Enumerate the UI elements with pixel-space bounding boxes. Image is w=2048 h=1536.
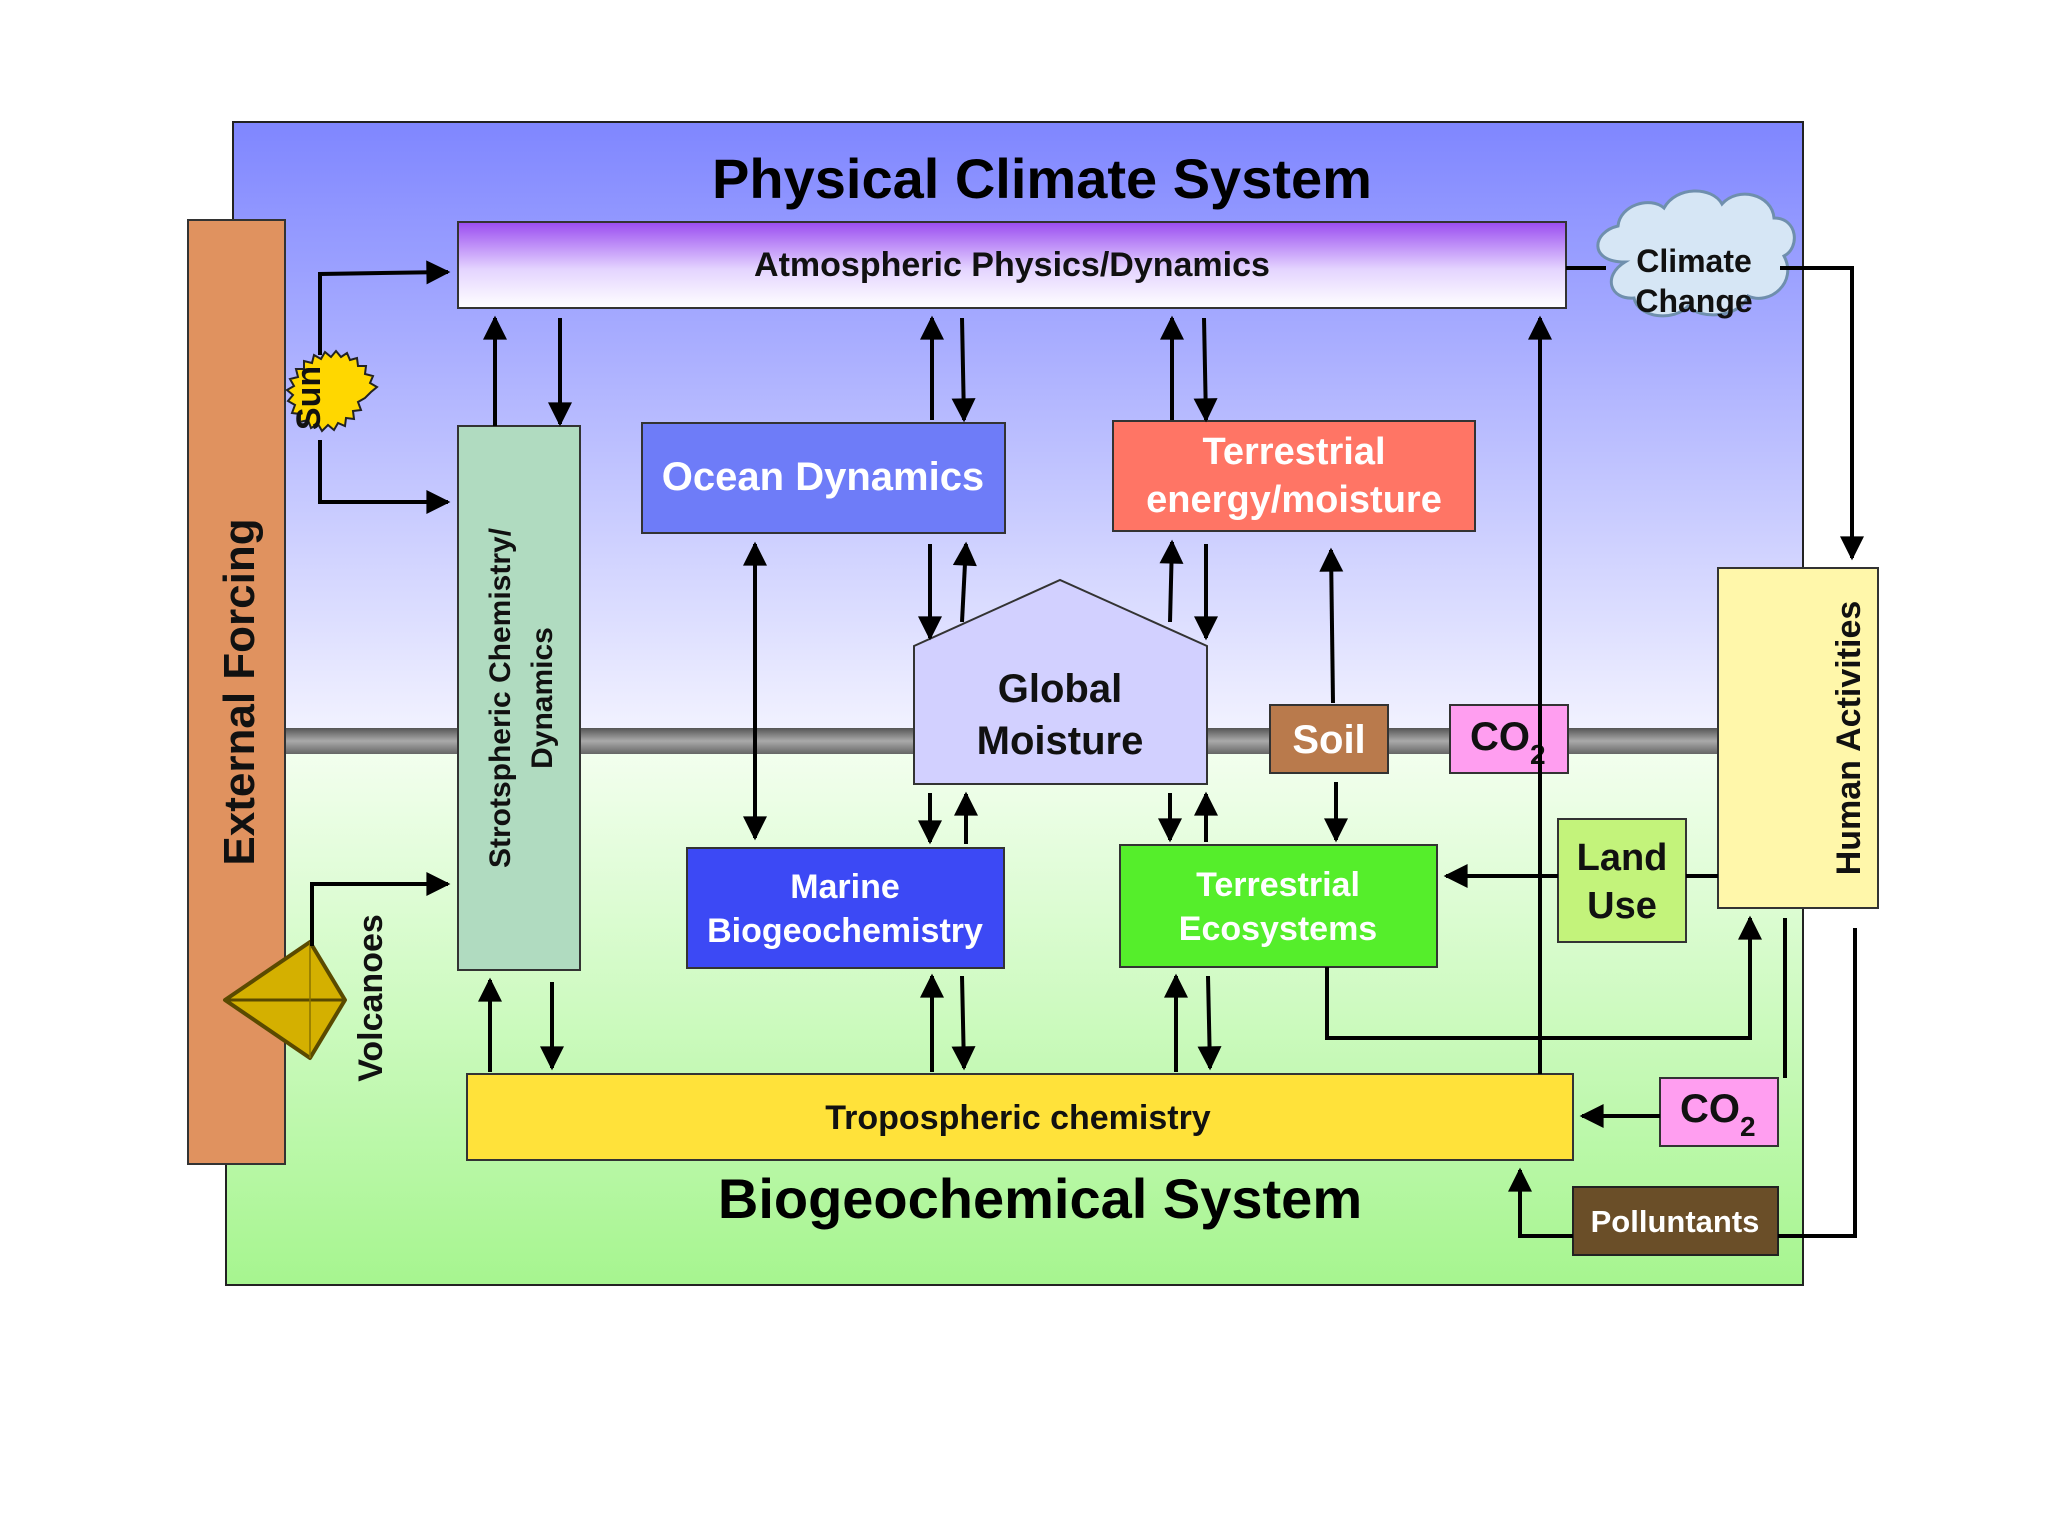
land-use-box: Land Use <box>1557 818 1687 943</box>
sun-label: Sun <box>290 366 328 430</box>
land-use-label-1: Land <box>1577 837 1668 879</box>
marine-biogeochemistry-box: Marine Biogeochemistry <box>686 847 1005 969</box>
ocean-dynamics-box: Ocean Dynamics <box>641 422 1006 534</box>
external-forcing-label: External Forcing <box>215 518 264 865</box>
arrow-global-to-ocean <box>952 541 977 623</box>
line-human-to-pollutants <box>1778 928 1857 1238</box>
arrow-soil-to-terr-energy <box>1319 547 1344 704</box>
soil-box: Soil <box>1269 704 1389 774</box>
terrestrial-ecosystems-label-2: Ecosystems <box>1179 910 1377 948</box>
soil-label: Soil <box>1292 718 1365 762</box>
arrow-climate-to-human <box>1780 266 1864 561</box>
arrow-sun-to-strat <box>318 440 451 514</box>
atmospheric-physics-label: Atmospheric Physics/Dynamics <box>754 246 1270 284</box>
global-moisture-box: Global Moisture <box>913 578 1208 785</box>
arrow-global-to-terr-energy <box>1159 539 1184 623</box>
physical-climate-title: Physical Climate System <box>712 147 1372 210</box>
biogeochemical-title: Biogeochemical System <box>718 1167 1362 1230</box>
terrestrial-ecosystems-box: Terrestrial Ecosystems <box>1119 844 1438 968</box>
stratospheric-label-2: Dynamics <box>526 627 559 769</box>
terrestrial-energy-label-1: Terrestrial <box>1202 431 1385 473</box>
terrestrial-ecosystems-label-1: Terrestrial <box>1196 866 1360 904</box>
arrow-atmo-to-ocean <box>951 317 976 423</box>
co2-bottom-label: CO2 <box>1680 1087 1756 1142</box>
atmospheric-physics-box: Atmospheric Physics/Dynamics <box>457 221 1567 309</box>
arrow-pollutants-to-tropo <box>1508 1167 1573 1238</box>
co2-middle-box: CO2 <box>1449 704 1569 774</box>
arrow-volcano-to-strat <box>310 872 451 946</box>
climate-change-label-1: Climate <box>1636 243 1752 279</box>
climate-change-cloud: Climate Change <box>1596 189 1796 319</box>
human-activities-box: Human Activities <box>1717 567 1879 909</box>
pollutants-label: Polluntants <box>1591 1204 1760 1239</box>
human-activities-label: Human Activities <box>1830 601 1868 876</box>
volcanoes-label: Volcanoes <box>352 914 390 1082</box>
co2-bottom-box: CO2 <box>1659 1077 1779 1147</box>
arrow-marine-to-tropo <box>951 975 976 1071</box>
arrow-terr-eco-to-tropo <box>1197 975 1222 1071</box>
global-moisture-label-2: Moisture <box>977 719 1144 763</box>
connector-arrows <box>310 260 1864 1238</box>
arrow-sun-to-atmosphere <box>318 260 451 355</box>
volcano-icon <box>223 940 347 1060</box>
marine-label-2: Biogeochemistry <box>707 912 983 950</box>
ocean-dynamics-label: Ocean Dynamics <box>662 455 984 499</box>
climate-change-label-2: Change <box>1635 283 1752 319</box>
arrow-terr-eco-to-human <box>1325 915 1762 1040</box>
tropospheric-chemistry-box: Tropospheric chemistry <box>466 1073 1574 1161</box>
tropospheric-chemistry-label: Tropospheric chemistry <box>825 1099 1211 1137</box>
sun-icon: Sun <box>285 349 379 433</box>
stratospheric-chemistry-box: Strotspheric Chemistry/ Dynamics <box>457 425 581 971</box>
land-use-label-2: Use <box>1587 885 1657 927</box>
terrestrial-energy-label-2: energy/moisture <box>1146 479 1442 521</box>
pollutants-box: Polluntants <box>1572 1186 1779 1256</box>
arrow-atmo-to-terr-energy <box>1193 317 1218 423</box>
marine-label-1: Marine <box>790 868 900 906</box>
global-moisture-label-1: Global <box>998 667 1122 711</box>
terrestrial-energy-box: Terrestrial energy/moisture <box>1112 420 1476 532</box>
stratospheric-label-1: Strotspheric Chemistry/ <box>484 527 517 868</box>
